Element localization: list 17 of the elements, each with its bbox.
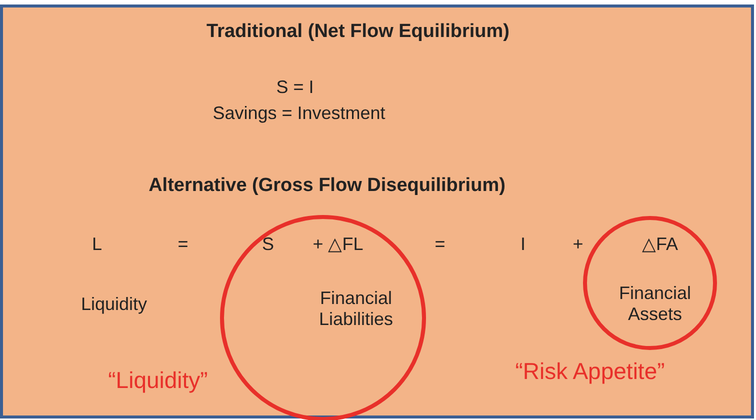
equals-sign: = [434, 234, 446, 255]
term-label: Financial Liabilities [318, 288, 394, 330]
equation-text: Savings = Investment [212, 103, 386, 124]
symbol-text: △FA [642, 234, 678, 255]
symbol-text: + △FL [312, 234, 364, 255]
term-label: Liquidity [80, 294, 148, 315]
heading: Traditional (Net Flow Equilibrium) [206, 21, 510, 43]
annotation-text: “Risk Appetite” [515, 358, 665, 384]
symbol-text: I [520, 234, 526, 255]
term-label: Financial Assets [618, 283, 692, 324]
symbol-text: S [262, 234, 274, 255]
equation-text: S = I [276, 77, 314, 98]
section-heading: Alternative (Gross Flow Disequilibrium) [148, 175, 506, 197]
equals-sign: = [178, 234, 188, 255]
symbol-text: L [92, 234, 102, 255]
plus-sign: + [572, 234, 584, 255]
annotation-text: “Liquidity” [108, 367, 208, 394]
